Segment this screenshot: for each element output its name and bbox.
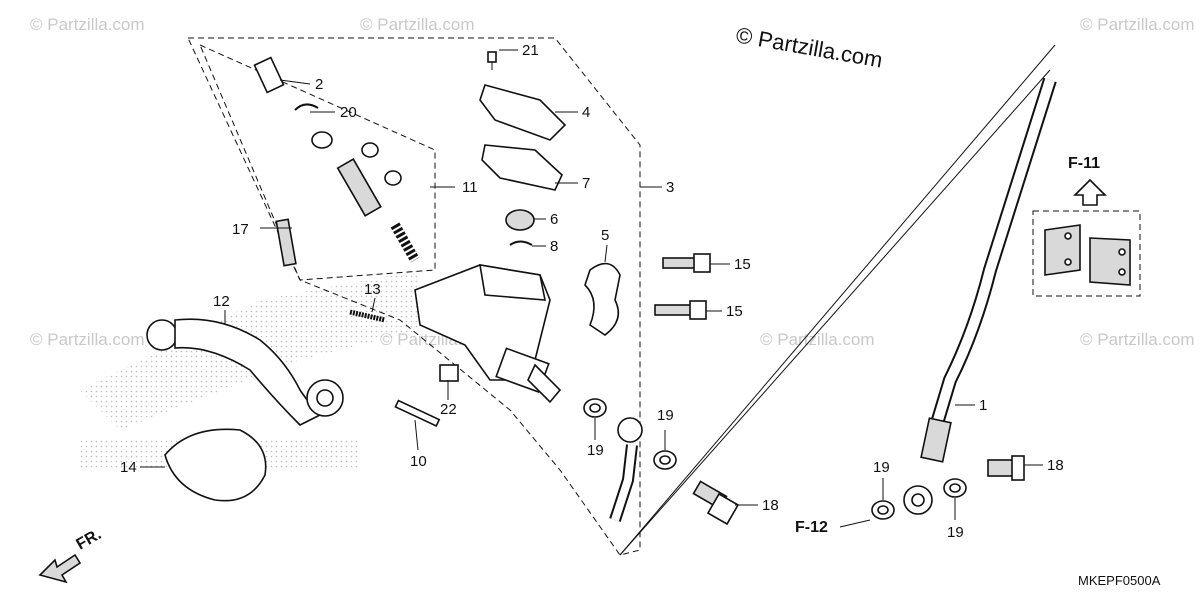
watermark-text: © Partzilla.com (1080, 330, 1195, 349)
callout-7: 7 (582, 175, 590, 192)
oil-bolts (692, 455, 1025, 526)
diagram-code: MKEPF0500A (1078, 573, 1161, 588)
callout-3: 3 (666, 179, 674, 196)
leader-lines (140, 49, 1043, 520)
callout-12: 12 (213, 293, 230, 310)
callout-1: 1 (979, 397, 987, 414)
callout-15a: 15 (734, 256, 751, 273)
callout-20: 20 (340, 104, 357, 121)
inset-f11 (1032, 178, 1141, 297)
brake-lever (146, 318, 344, 426)
callout-8: 8 (550, 238, 558, 255)
callout-14: 14 (120, 459, 137, 476)
callout-6: 6 (550, 211, 558, 228)
sealing-washers (583, 398, 967, 520)
copyright-text: © Partzilla.com (734, 22, 884, 72)
watermark-text: © Partzilla.com (30, 15, 145, 34)
holder-bolts (654, 253, 711, 320)
master-cylinder-holder (584, 262, 621, 336)
piston-kit (253, 56, 420, 263)
reservoir-parts (479, 51, 567, 246)
callout-10: 10 (410, 453, 427, 470)
callout-18b: 18 (762, 497, 779, 514)
ref-f12: F-12 (795, 519, 828, 536)
callout-5: 5 (601, 227, 609, 244)
brake-hose (903, 77, 1057, 515)
callout-11: 11 (462, 179, 478, 196)
callouts: 2 20 11 17 12 13 14 10 22 21 4 7 6 8 3 5… (120, 42, 1064, 541)
lever-guard (164, 428, 267, 502)
callout-17: 17 (232, 221, 249, 238)
ref-f11: F-11 (1068, 155, 1100, 172)
watermark-text: © Partzilla.com (760, 330, 875, 349)
callout-15b: 15 (726, 303, 743, 320)
watermark-text: © Partzilla.com (30, 330, 145, 349)
assembly-outline-11 (199, 44, 436, 281)
small-hardware (275, 218, 459, 427)
master-cylinder-body (414, 264, 562, 404)
callout-19d: 19 (947, 524, 964, 541)
hose-frame (619, 44, 1056, 556)
callout-19c: 19 (873, 459, 890, 476)
callout-18a: 18 (1047, 457, 1064, 474)
hose-frame-2 (619, 69, 1051, 556)
hose-lower (609, 417, 643, 522)
watermark-text: © Partzilla.com (360, 15, 475, 34)
assembly-outline-3 (187, 37, 641, 556)
callout-19a: 19 (587, 442, 604, 459)
watermark-text: © Partzilla.com (1080, 15, 1195, 34)
front-direction-arrow: FR. (38, 526, 105, 584)
callout-13: 13 (364, 281, 381, 298)
callout-4: 4 (582, 104, 590, 121)
callout-22: 22 (440, 401, 457, 418)
callout-21: 21 (522, 42, 539, 59)
watermarks: © Partzilla.com © Partzilla.com © Partzi… (30, 15, 1195, 349)
direction-label: FR. (74, 526, 105, 554)
callout-2: 2 (315, 76, 323, 93)
callout-19b: 19 (657, 407, 674, 424)
